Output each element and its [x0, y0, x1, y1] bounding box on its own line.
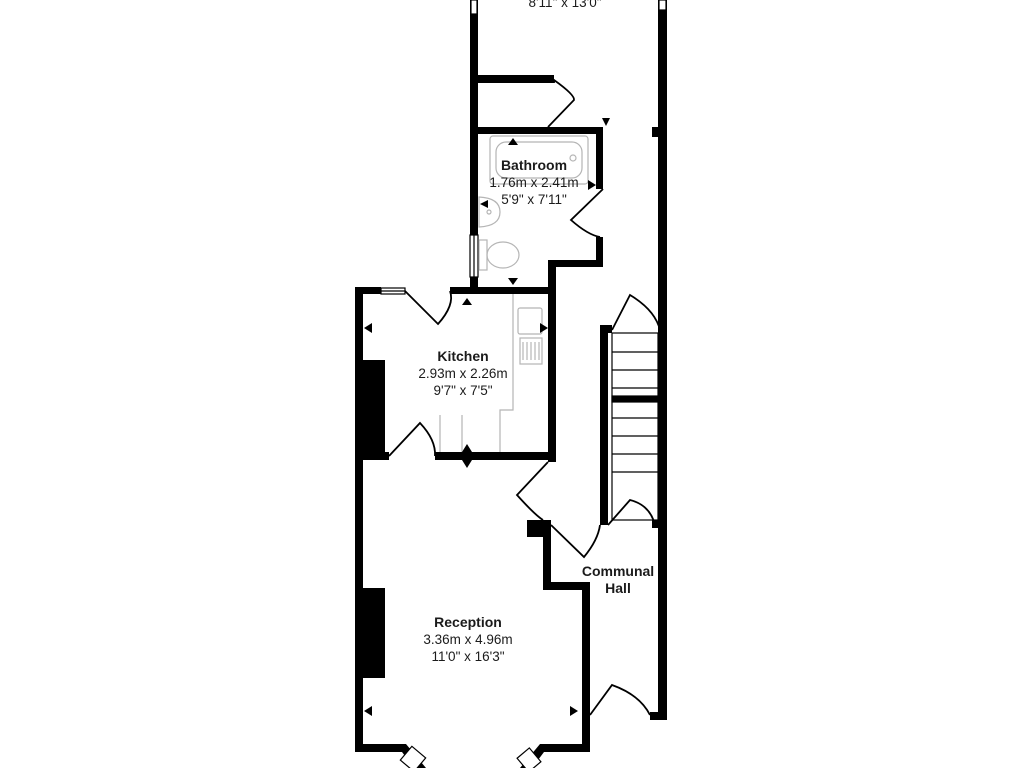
wall-kitchen-bottom [435, 452, 556, 460]
marker-reception-right [570, 706, 578, 716]
wall-reception-bottom-left [355, 744, 403, 752]
door-hall-reception [550, 524, 601, 559]
wall-hall-lower [582, 582, 590, 752]
doors [388, 78, 661, 716]
marker-bath-left [480, 200, 488, 208]
wash-basin [478, 196, 501, 228]
marker-kitchen-top [462, 298, 472, 305]
kitchen-dim-metric: 2.93m x 2.26m [418, 366, 508, 381]
wall-right-stub [652, 127, 660, 137]
door-kitchen-top [404, 290, 453, 326]
kitchen-dim-imperial: 9'7" x 7'5" [433, 383, 493, 398]
kitchen-sink [517, 307, 543, 335]
door-reception [515, 461, 549, 521]
window-top-left [470, 0, 478, 15]
door-bathroom [569, 188, 604, 238]
reception-dim-metric: 3.36m x 4.96m [423, 632, 513, 647]
communal-hall-name-1: Communal [581, 563, 655, 579]
door-cupboard [547, 78, 575, 128]
wall-stair-top-stub [652, 520, 660, 528]
wall-upper-left [470, 0, 478, 290]
door-kitchen-bottom [388, 421, 436, 457]
chimney-breast-kitchen [363, 360, 385, 460]
door-hall-stair [607, 498, 656, 526]
top-room-dim-imperial: 8'11" x 13'0" [528, 0, 602, 10]
wall-hall-door-stub [650, 712, 667, 720]
wall-kitchen-top-mid [450, 287, 554, 294]
wall-bathroom-right [596, 127, 603, 189]
top-room-label: 8'11" x 13'0" [505, 0, 625, 11]
reception-dim-imperial: 11'0" x 16'3" [431, 649, 505, 664]
bathroom-dim-metric: 1.76m x 2.41m [489, 175, 579, 190]
bath-tub [489, 135, 589, 185]
staircase [611, 332, 659, 521]
marker-kitchen-right [540, 323, 548, 333]
marker-kitchen-bottom-b [462, 460, 472, 468]
marker-reception-left [364, 706, 372, 716]
toilet-cistern [478, 239, 488, 271]
communal-hall-name-2: Hall [605, 580, 631, 596]
wall-cupboard-top [470, 75, 554, 83]
marker-kitchen-left [364, 323, 372, 333]
wall-hall-step [543, 582, 589, 590]
wall-bathroom-right-lower [596, 237, 603, 267]
wall-kitchen-right [548, 260, 556, 462]
bathroom-name: Bathroom [500, 157, 568, 173]
door-stair-top [611, 293, 661, 331]
marker-bath-bottom [508, 278, 518, 285]
chimney-breast-reception [363, 588, 385, 678]
wall-bathroom-step [550, 260, 603, 267]
wall-right-long [658, 0, 667, 720]
wall-left-outer [355, 287, 363, 751]
wall-kitchen-top [355, 287, 381, 294]
kitchen-worktop [499, 294, 514, 452]
window-top-right [658, 0, 667, 11]
reception-name: Reception [434, 614, 502, 630]
reception-label: Reception 3.36m x 4.96m 11'0" x 16'3" [408, 614, 528, 665]
bathroom-dim-imperial: 5'9" x 7'11" [501, 192, 567, 207]
communal-hall-label: Communal Hall [568, 563, 668, 597]
door-hall-lower [589, 683, 651, 716]
kitchen-label: Kitchen 2.93m x 2.26m 9'7" x 7'5" [403, 348, 523, 399]
wall-stair-step [600, 325, 612, 333]
marker-kitchen-bottom-a [462, 444, 472, 452]
window-bay-left [399, 745, 427, 768]
marker-bath-right [588, 180, 596, 190]
fixtures [439, 135, 589, 452]
wall-stair-left [600, 325, 608, 525]
marker-cupboard [602, 118, 610, 126]
wall-reception-bottom-right [540, 744, 590, 752]
marker-bath-top [508, 138, 518, 145]
wall-hall-partition [543, 520, 551, 590]
toilet-bowl [486, 241, 520, 269]
windows [380, 0, 667, 768]
window-bay-right [516, 747, 542, 768]
bathroom-label: Bathroom 1.76m x 2.41m 5'9" x 7'11" [474, 157, 594, 208]
wall-bathroom-top [470, 127, 600, 134]
kitchen-name: Kitchen [437, 348, 489, 364]
markers [364, 118, 610, 716]
